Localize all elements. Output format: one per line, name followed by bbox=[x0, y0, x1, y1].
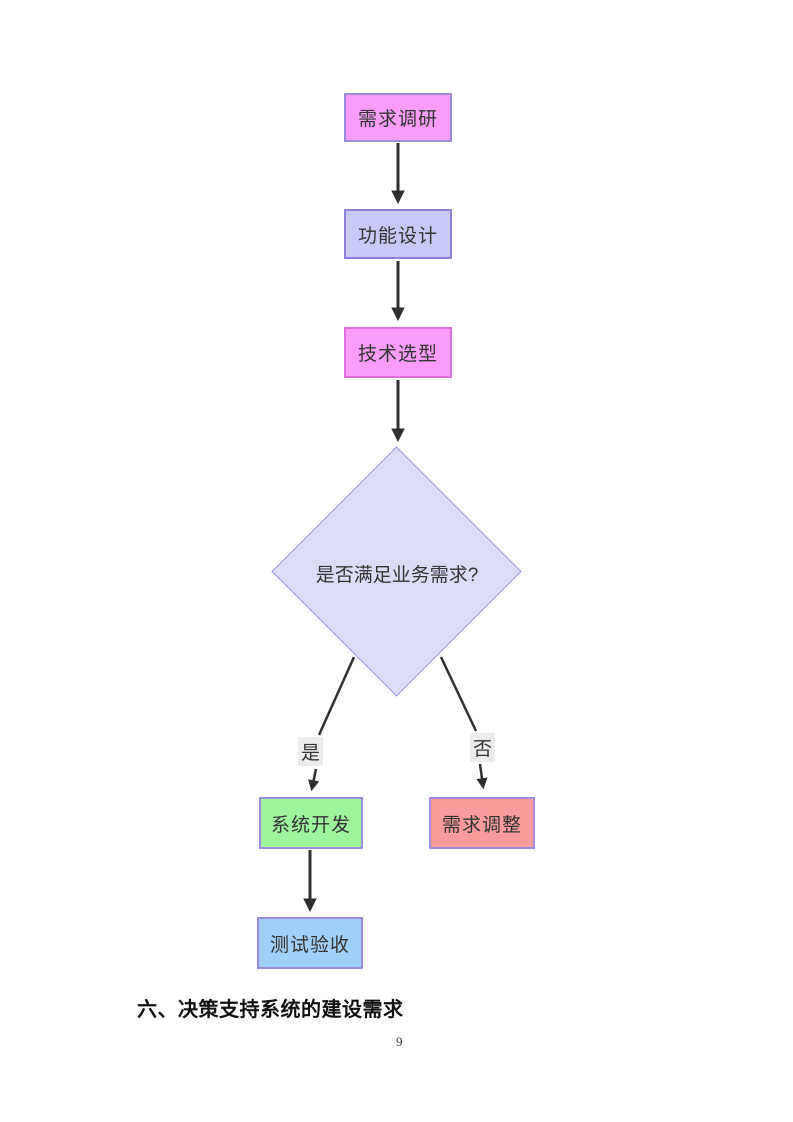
edge-label-yes: 是 bbox=[298, 737, 324, 766]
edge-label-no: 否 bbox=[470, 733, 496, 762]
section-heading: 六、决策支持系统的建设需求 bbox=[137, 999, 404, 1021]
node-technology-selection: 技术选型 bbox=[344, 327, 452, 378]
page-number: 9 bbox=[396, 1034, 403, 1049]
node-function-design: 功能设计 bbox=[344, 209, 452, 259]
node-testing-acceptance: 测试验收 bbox=[257, 917, 363, 969]
decision-label: 是否满足业务需求? bbox=[315, 565, 479, 586]
node-system-development: 系统开发 bbox=[259, 797, 363, 849]
edge-decision-to-no-label bbox=[439, 656, 478, 732]
node-requirements-adjustment: 需求调整 bbox=[429, 797, 535, 849]
edge-decision-to-yes-label bbox=[317, 656, 356, 736]
node-requirements-research: 需求调研 bbox=[344, 93, 452, 142]
edge-no-label-to-adjustment bbox=[476, 763, 488, 790]
edge-yes-label-to-development bbox=[308, 768, 320, 792]
